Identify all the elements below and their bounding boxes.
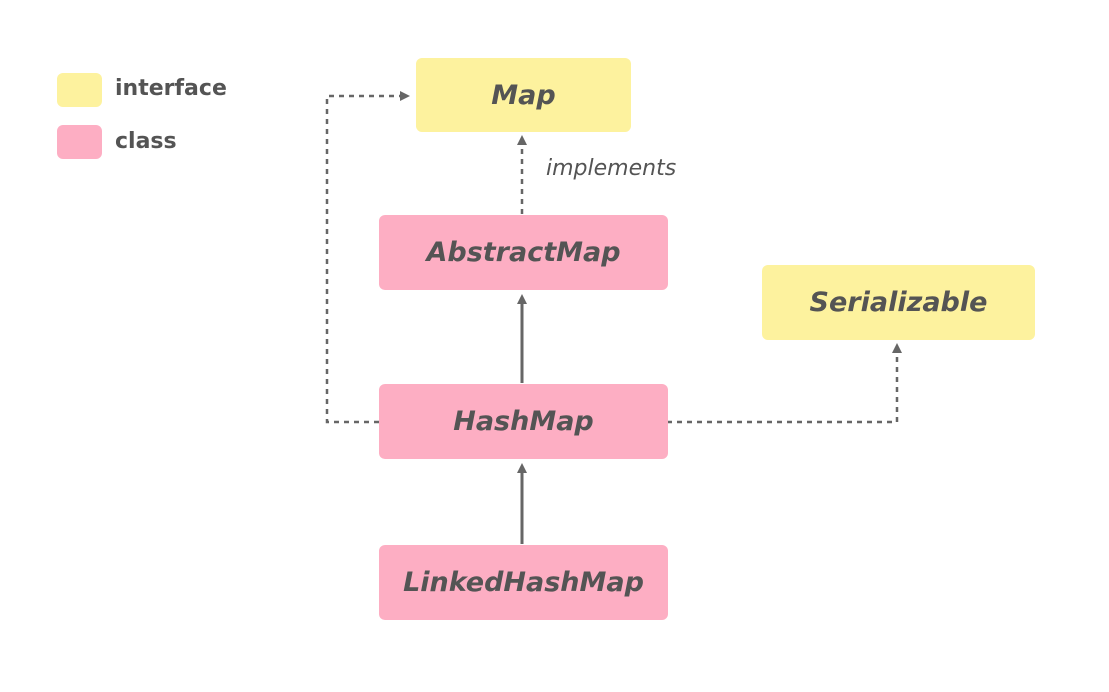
- legend-class-label: class: [115, 129, 177, 154]
- node-map: Map: [416, 58, 631, 132]
- edge-hashmap-implements-serializable: [667, 343, 902, 424]
- legend-interface-label: interface: [115, 76, 227, 101]
- implements-label: implements: [546, 156, 677, 181]
- edge-hashmap-implements-map: [325, 91, 410, 424]
- node-abstractmap: AbstractMap: [379, 215, 668, 290]
- node-linkedhashmap: LinkedHashMap: [379, 545, 668, 620]
- node-serializable: Serializable: [762, 265, 1035, 340]
- node-hashmap: HashMap: [379, 384, 668, 459]
- legend-class-swatch: [57, 125, 102, 159]
- legend-interface-swatch: [57, 73, 102, 107]
